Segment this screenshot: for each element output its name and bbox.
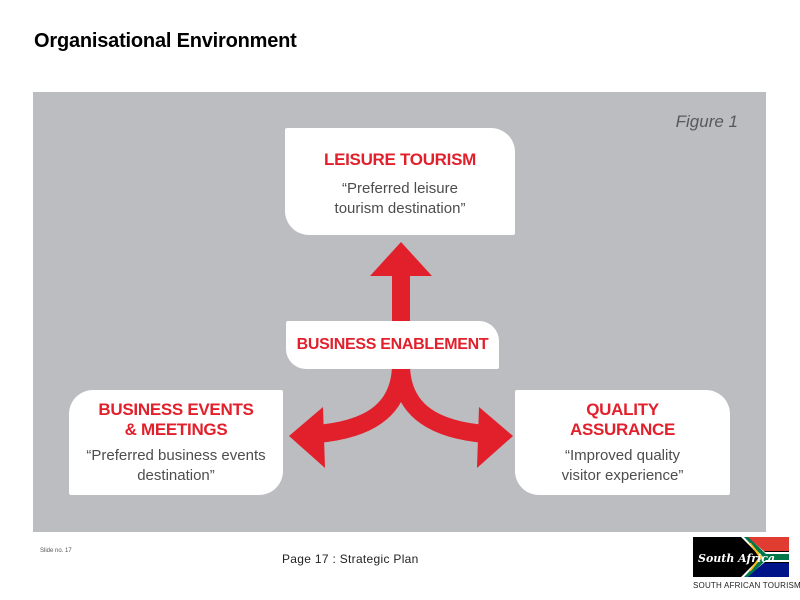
logo-caption: SOUTH AFRICAN TOURISM (693, 581, 800, 590)
card-quote-line: “Preferred leisure (342, 180, 458, 197)
card-title: BUSINESS EVENTS (98, 400, 254, 419)
card-title: BUSINESS ENABLEMENT (296, 336, 489, 353)
arrow-right-head (477, 407, 513, 468)
card-quote: “Improved quality visitor experience” (515, 446, 730, 486)
card-title: QUALITY (586, 400, 659, 419)
arrow-right-curve (392, 363, 486, 443)
card-business-events: BUSINESS EVENTS & MEETINGS “Preferred bu… (69, 390, 283, 495)
card-title: & MEETINGS (124, 420, 228, 439)
card-quote-line: destination” (137, 467, 215, 484)
south-africa-flag-logo: South Africa (693, 537, 789, 577)
card-quote-line: visitor experience” (561, 467, 684, 484)
card-title: LEISURE TOURISM (324, 150, 476, 169)
logo-wordmark: South Africa (698, 552, 775, 565)
figure-label: Figure 1 (675, 112, 738, 131)
card-quote: “Preferred business events destination” (69, 446, 283, 486)
figure-panel: Figure 1 LEISURE TOURISM “Preferred leis… (33, 92, 766, 532)
card-quality-assurance: QUALITY ASSURANCE “Improved quality visi… (515, 390, 730, 495)
arrow-up-head (370, 242, 432, 276)
arrow-left-head (289, 407, 325, 468)
card-quote-line: “Improved quality (564, 447, 681, 464)
arrow-left-curve (316, 363, 410, 443)
card-quote-line: “Preferred business events (86, 447, 266, 464)
page-footer: Page 17 : Strategic Plan (282, 552, 419, 566)
card-business-enablement: BUSINESS ENABLEMENT (286, 321, 499, 369)
card-leisure-tourism: LEISURE TOURISM “Preferred leisure touri… (285, 128, 515, 235)
card-quote: “Preferred leisure tourism destination” (285, 179, 515, 219)
slide-title: Organisational Environment (34, 30, 297, 52)
card-quote-line: tourism destination” (334, 200, 466, 217)
slide-number: Slide no. 17 (40, 548, 72, 554)
card-title: ASSURANCE (570, 420, 675, 439)
